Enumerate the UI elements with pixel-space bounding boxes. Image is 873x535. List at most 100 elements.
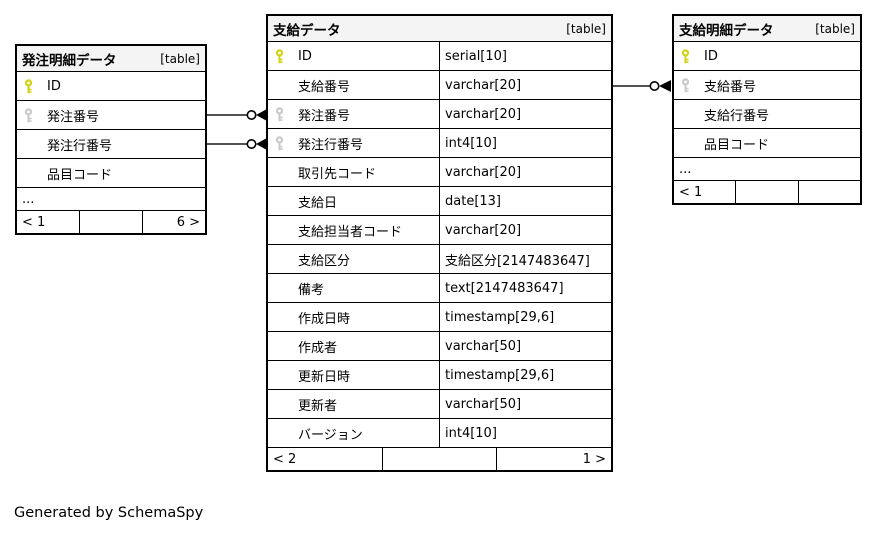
key-spacer [268,390,298,418]
relationship-connector [202,109,267,121]
key-spacer [268,419,298,447]
table-header[interactable]: 支給データ [table] [268,16,611,42]
column-name: 作成日時 [298,311,351,327]
column-name: 更新者 [298,398,338,414]
key-spacer [17,130,47,158]
column-name: バージョン [298,427,363,443]
table-header[interactable]: 発注明細データ [table] [17,46,205,72]
column-name: 取引先コード [298,166,377,182]
ellipsis-row: ... [674,158,860,181]
column-type: 支給区分[2147483647] [439,245,611,273]
column-type: varchar[20] [439,158,611,186]
primary-key-icon [674,42,704,70]
table-row: 更新者 varchar[50] [268,390,611,419]
footer-children-count: 1 > [496,448,611,470]
column-name: 支給番号 [704,79,757,95]
key-spacer [268,332,298,360]
column-name: ID [47,78,61,94]
column-name: 発注番号 [298,108,351,124]
foreign-key-icon [268,129,298,157]
footer-middle-cell [381,448,497,470]
key-spacer [268,303,298,331]
table-badge: [table] [160,51,200,66]
table-row: 作成日時 timestamp[29,6] [268,303,611,332]
footer-middle-cell [735,181,797,203]
column-name: 支給行番号 [704,108,770,124]
column-type: varchar[20] [439,216,611,244]
primary-key-icon [268,42,298,70]
key-spacer [268,274,298,302]
table-row: 支給区分 支給区分[2147483647] [268,245,611,274]
table-badge: [table] [815,21,855,36]
foreign-key-icon [674,71,704,99]
table-row: 品目コード [17,159,205,188]
table-row: 発注行番号 [17,130,205,159]
foreign-key-icon [17,101,47,129]
foreign-key-icon [268,100,298,128]
column-name: 更新日時 [298,369,351,385]
generated-by-label: Generated by SchemaSpy [14,505,204,521]
column-name: 支給日 [298,195,338,211]
table-row: 取引先コード varchar[20] [268,158,611,187]
column-name: 支給担当者コード [298,224,403,240]
table-row: 支給日 date[13] [268,187,611,216]
column-type: serial[10] [439,42,611,70]
column-name: 品目コード [47,167,113,183]
primary-key-icon [17,72,47,100]
table-row: 作成者 varchar[50] [268,332,611,361]
key-spacer [268,361,298,389]
column-type: int4[10] [439,419,611,447]
table-row: 発注番号 varchar[20] [268,100,611,129]
table-row: 発注行番号 int4[10] [268,129,611,158]
column-name: 備考 [298,282,325,298]
footer-parents-count: < 1 [22,214,46,230]
table-node-hacchu-meisai[interactable]: 発注明細データ [table] ID 発注番号 発注行番号 品目コード ... … [15,44,207,235]
column-type: timestamp[29,6] [439,303,611,331]
table-footer: < 1 6 > [17,211,205,233]
column-name: 発注行番号 [47,138,113,154]
table-name: 発注明細データ [22,52,117,69]
footer-middle-cell [79,211,142,233]
column-type: varchar[20] [439,100,611,128]
footer-parents-count: < 2 [273,451,297,467]
table-node-shikyu-meisai[interactable]: 支給明細データ [table] ID 支給番号 支給行番号 品目コード ... … [672,14,862,205]
key-spacer [674,129,704,157]
table-header[interactable]: 支給明細データ [table] [674,16,860,42]
column-type: varchar[50] [439,332,611,360]
key-spacer [268,71,298,99]
column-name: 作成者 [298,340,338,356]
table-row: 発注番号 [17,101,205,130]
column-type: text[2147483647] [439,274,611,302]
table-row: 更新日時 timestamp[29,6] [268,361,611,390]
table-row: 支給番号 [674,71,860,100]
column-name: ID [704,48,718,64]
table-footer: < 1 [674,181,860,203]
ellipsis-row: ... [17,188,205,211]
key-spacer [268,245,298,273]
table-node-shikyu-data[interactable]: 支給データ [table] ID serial[10] 支給番号 varchar… [266,14,613,472]
table-row: 備考 text[2147483647] [268,274,611,303]
column-type: timestamp[29,6] [439,361,611,389]
table-row: ID [674,42,860,71]
footer-children-count [797,181,860,203]
table-row: 支給行番号 [674,100,860,129]
table-row: バージョン int4[10] [268,419,611,448]
relationship-connector [202,138,267,150]
table-badge: [table] [566,21,606,36]
column-name: 支給区分 [298,253,351,269]
column-type: date[13] [439,187,611,215]
column-name: 発注番号 [47,109,100,125]
key-spacer [268,158,298,186]
key-spacer [268,216,298,244]
relationship-connector [608,80,671,92]
key-spacer [268,187,298,215]
column-name: 発注行番号 [298,137,364,153]
footer-children-count: 6 > [142,211,205,233]
column-type: varchar[50] [439,390,611,418]
footer-parents-count: < 1 [679,184,703,200]
table-row: 支給担当者コード varchar[20] [268,216,611,245]
table-row: 支給番号 varchar[20] [268,71,611,100]
key-spacer [17,159,47,187]
table-footer: < 2 1 > [268,448,611,470]
